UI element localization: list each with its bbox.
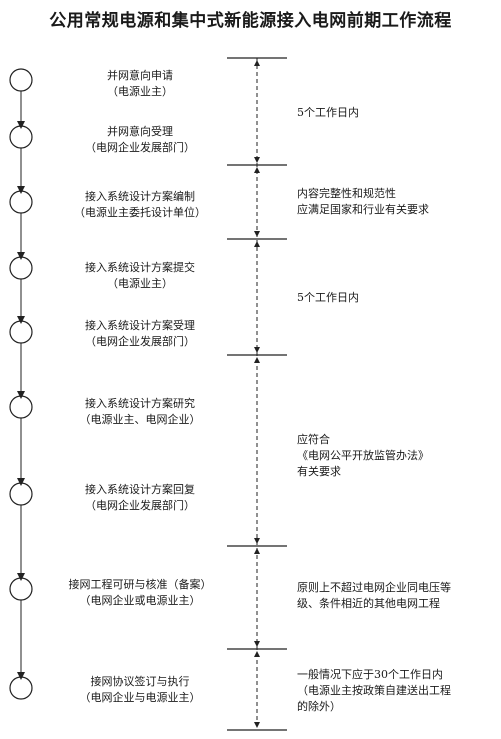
step-3: 接入系统设计方案编制 （电源业主委托设计单位）	[40, 189, 240, 221]
step-1-owner: （电源业主）	[107, 85, 173, 98]
step-circle-4	[9, 256, 33, 280]
step-7-owner: （电网企业发展部门）	[85, 499, 195, 512]
step-6-owner: （电源业主、电网企业）	[79, 413, 201, 426]
note-1-line-1: 5个工作日内	[297, 106, 359, 119]
step-circles	[9, 68, 33, 700]
note-4-line-3: 有关要求	[297, 465, 341, 478]
note-6: 一般情况下应于30个工作日内 （电源业主按政策自建送出工程 的除外）	[297, 667, 451, 715]
note-1: 5个工作日内	[297, 105, 359, 121]
step-4-title: 接入系统设计方案提交	[85, 261, 195, 274]
step-2-owner: （电网企业发展部门）	[85, 141, 195, 154]
step-7: 接入系统设计方案回复 （电网企业发展部门）	[40, 482, 240, 514]
note-6-line-1: 一般情况下应于30个工作日内	[297, 668, 443, 681]
step-6: 接入系统设计方案研究 （电源业主、电网企业）	[40, 396, 240, 428]
step-6-title: 接入系统设计方案研究	[85, 397, 195, 410]
page-title: 公用常规电源和集中式新能源接入电网前期工作流程	[49, 11, 452, 31]
step-2-title: 并网意向受理	[107, 125, 173, 138]
step-4-owner: （电源业主）	[107, 277, 173, 290]
step-8-title: 接网工程可研与核准（备案）	[68, 578, 212, 591]
step-7-title: 接入系统设计方案回复	[85, 483, 195, 496]
step-3-title: 接入系统设计方案编制	[85, 190, 195, 203]
step-circle-2	[9, 125, 33, 149]
step-2: 并网意向受理 （电网企业发展部门）	[40, 124, 240, 156]
note-5: 原则上不超过电网企业同电压等 级、条件相近的其他电网工程	[297, 580, 451, 612]
step-1: 并网意向申请 （电源业主）	[40, 68, 240, 100]
step-circle-7	[9, 482, 33, 506]
step-circle-5	[9, 320, 33, 344]
note-4-line-2: 《电网公平开放监管办法》	[297, 449, 429, 462]
step-8: 接网工程可研与核准（备案） （电网企业或电源业主）	[40, 577, 240, 609]
step-circle-6	[9, 395, 33, 419]
step-9-title: 接网协议签订与执行	[90, 675, 190, 688]
step-8-owner: （电网企业或电源业主）	[79, 594, 201, 607]
note-2-line-2: 应满足国家和行业有关要求	[297, 203, 429, 216]
note-5-line-1: 原则上不超过电网企业同电压等	[297, 581, 451, 594]
step-5-title: 接入系统设计方案受理	[85, 319, 195, 332]
step-circle-1	[9, 68, 33, 92]
note-2: 内容完整性和规范性 应满足国家和行业有关要求	[297, 186, 429, 218]
step-9: 接网协议签订与执行 （电网企业与电源业主）	[40, 674, 240, 706]
note-4: 应符合 《电网公平开放监管办法》 有关要求	[297, 432, 429, 480]
step-circle-3	[9, 190, 33, 214]
note-6-line-3: 的除外）	[297, 700, 341, 713]
step-5: 接入系统设计方案受理 （电网企业发展部门）	[40, 318, 240, 350]
step-5-owner: （电网企业发展部门）	[85, 335, 195, 348]
step-4: 接入系统设计方案提交 （电源业主）	[40, 260, 240, 292]
note-3: 5个工作日内	[297, 290, 359, 306]
note-6-line-2: （电源业主按政策自建送出工程	[297, 684, 451, 697]
note-3-line-1: 5个工作日内	[297, 291, 359, 304]
step-circle-8	[9, 577, 33, 601]
note-2-line-1: 内容完整性和规范性	[297, 187, 396, 200]
step-circle-9	[9, 676, 33, 700]
step-9-owner: （电网企业与电源业主）	[79, 691, 201, 704]
step-3-owner: （电源业主委托设计单位）	[74, 206, 206, 219]
note-5-line-2: 级、条件相近的其他电网工程	[297, 597, 440, 610]
timeline-arrowheads	[254, 60, 260, 728]
note-4-line-1: 应符合	[297, 433, 330, 446]
step-1-title: 并网意向申请	[107, 69, 173, 82]
